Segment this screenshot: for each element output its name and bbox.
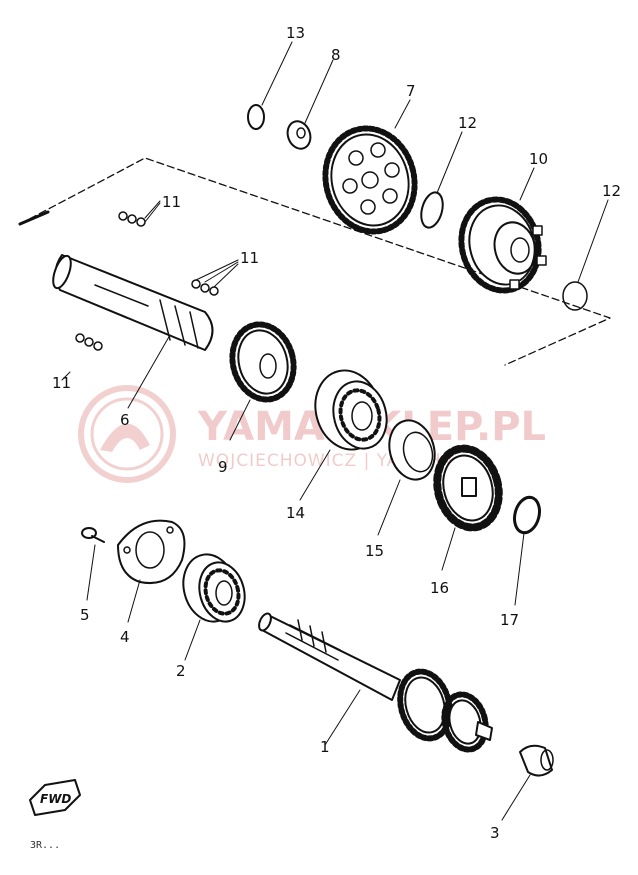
callout-12a: 12: [458, 114, 477, 132]
bolt-part-5: [81, 527, 105, 601]
bushing-part-3: [501, 744, 554, 821]
watermark-logo: [78, 385, 176, 483]
callout-6: 6: [120, 411, 130, 429]
callout-17: 17: [500, 611, 519, 629]
circlip-part-13: [247, 41, 293, 130]
callout-8: 8: [331, 46, 341, 64]
watermark-subtitle: WOJCIECHOWICZ | YAMAHA: [198, 451, 454, 471]
subassembly-frame: [18, 157, 611, 366]
sprocket-part-16: [433, 444, 503, 571]
shaft-part-6: [52, 254, 214, 409]
washer-part-8: [286, 59, 334, 150]
pins-part-11-top: [118, 200, 161, 227]
callout-12b: 12: [602, 182, 621, 200]
callout-10: 10: [529, 150, 548, 168]
callout-1: 1: [320, 738, 330, 756]
callout-15: 15: [365, 542, 384, 560]
footer-code: 3R...: [30, 840, 60, 851]
callout-13: 13: [286, 24, 305, 42]
bearing-part-14: [299, 369, 388, 501]
bearing-part-2: [182, 553, 246, 661]
callout-7: 7: [406, 82, 416, 100]
callout-16: 16: [430, 579, 449, 597]
seal-part-15: [377, 419, 436, 536]
pins-part-11-mid: [191, 259, 239, 296]
callout-11b: 11: [240, 249, 259, 267]
callout-3: 3: [490, 824, 500, 842]
gear-part-9: [229, 321, 297, 441]
callout-14: 14: [286, 504, 305, 522]
callout-11c: 11: [52, 374, 71, 392]
pins-part-11-loose: [61, 333, 103, 381]
lockwasher-part-17: [513, 495, 541, 606]
gear-part-10: [458, 167, 547, 294]
callout-2: 2: [176, 662, 186, 680]
callout-9: 9: [218, 458, 228, 476]
plate-part-4: [117, 519, 186, 623]
circlip-part-12b: [562, 199, 609, 311]
circlip-part-12a: [420, 131, 463, 229]
gear-part-7: [322, 99, 418, 235]
fwd-label: FWD: [40, 792, 71, 806]
callout-4: 4: [120, 628, 130, 646]
callout-labels: 13 8 7 12 10 12 11 11 6 11 9 14 15 16 17…: [52, 24, 621, 842]
callout-11a: 11: [162, 193, 181, 211]
mainshaft-part-1: [258, 612, 493, 753]
callout-5: 5: [80, 606, 90, 624]
fwd-direction-badge: FWD: [29, 779, 81, 816]
